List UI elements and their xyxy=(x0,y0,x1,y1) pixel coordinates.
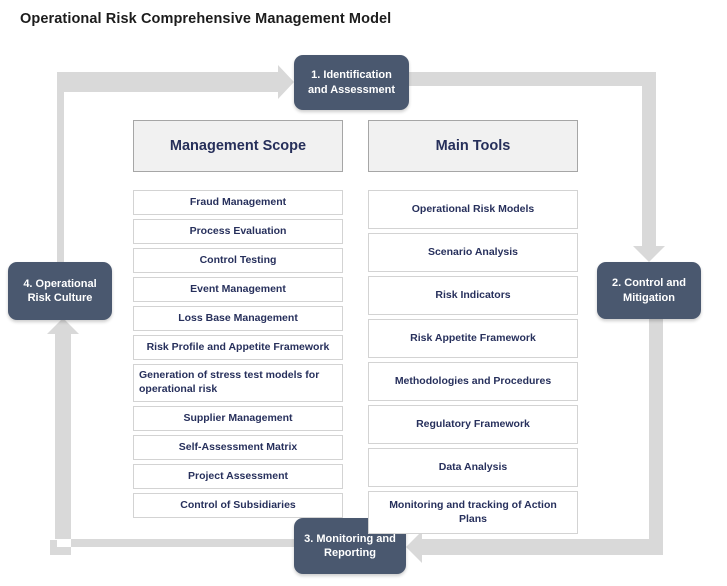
column-header-main-tools: Main Tools xyxy=(368,120,578,172)
cycle-node-control-and-mitigation[interactable]: 2. Control and Mitigation xyxy=(597,262,701,319)
list-item[interactable]: Data Analysis xyxy=(368,448,578,487)
column-management-scope: Management Scope Fraud Management Proces… xyxy=(133,120,343,522)
list-item[interactable]: Loss Base Management xyxy=(133,306,343,331)
cycle-node-operational-risk-culture[interactable]: 4. Operational Risk Culture xyxy=(8,262,112,320)
list-item[interactable]: Scenario Analysis xyxy=(368,233,578,272)
list-item[interactable]: Risk Appetite Framework xyxy=(368,319,578,358)
column-main-tools: Main Tools Operational Risk Models Scena… xyxy=(368,120,578,538)
list-item[interactable]: Generation of stress test models for ope… xyxy=(133,364,343,402)
cycle-node-identification-and-assessment[interactable]: 1. Identification and Assessment xyxy=(294,55,409,110)
list-item[interactable]: Methodologies and Procedures xyxy=(368,362,578,401)
list-item[interactable]: Control of Subsidiaries xyxy=(133,493,343,518)
list-item[interactable]: Operational Risk Models xyxy=(368,190,578,229)
list-item[interactable]: Project Assessment xyxy=(133,464,343,489)
list-item[interactable]: Monitoring and tracking of Action Plans xyxy=(368,491,578,534)
page-title: Operational Risk Comprehensive Managemen… xyxy=(20,11,392,27)
list-item[interactable]: Event Management xyxy=(133,277,343,302)
list-item[interactable]: Risk Indicators xyxy=(368,276,578,315)
list-item[interactable]: Process Evaluation xyxy=(133,219,343,244)
column-header-management-scope: Management Scope xyxy=(133,120,343,172)
list-item[interactable]: Regulatory Framework xyxy=(368,405,578,444)
list-item[interactable]: Self-Assessment Matrix xyxy=(133,435,343,460)
list-item[interactable]: Fraud Management xyxy=(133,190,343,215)
list-item[interactable]: Supplier Management xyxy=(133,406,343,431)
list-item[interactable]: Risk Profile and Appetite Framework xyxy=(133,335,343,360)
arrow-culture-to-identification xyxy=(57,65,294,262)
list-item[interactable]: Control Testing xyxy=(133,248,343,273)
